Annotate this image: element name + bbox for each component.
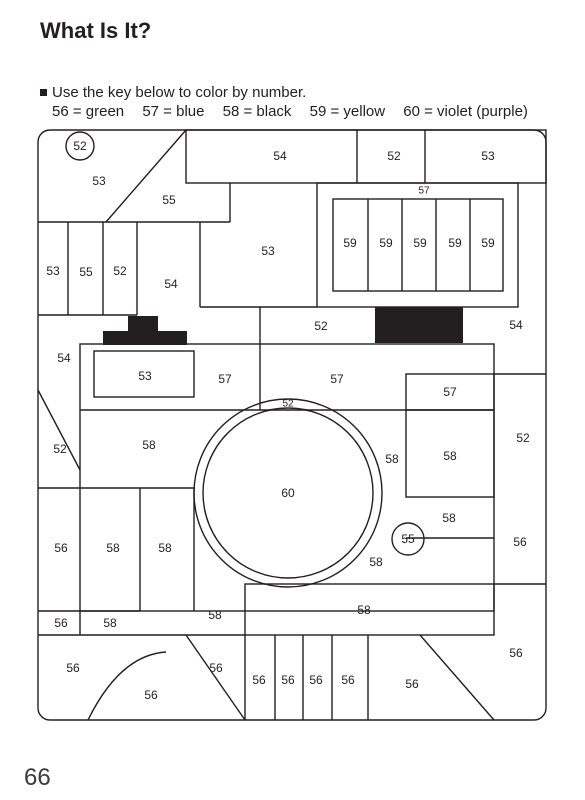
region-number: 52 [113,264,127,278]
region-number: 58 [106,541,120,555]
region-number: 56 [66,661,80,675]
region-number: 58 [442,511,456,525]
region-number: 59 [413,236,427,250]
region-number: 53 [481,149,495,163]
instruction-line: Use the key below to color by number. [40,84,306,101]
region-number: 58 [103,616,117,630]
region-number: 57 [443,385,457,399]
region-number: 58 [158,541,172,555]
black-shape [128,316,158,331]
key-item: 59 = yellow [309,103,386,120]
region-number: 53 [92,174,106,188]
region-number: 56 [144,688,158,702]
key-item: 60 = violet (purple) [403,103,528,120]
region-number: 52 [282,399,294,410]
region-number: 52 [53,442,67,456]
region-number: 58 [385,452,399,466]
region-number: 52 [516,431,530,445]
region-number: 53 [261,244,275,258]
region-number: 56 [513,535,527,549]
region-number: 58 [443,449,457,463]
region-number: 54 [509,318,523,332]
region-number: 55 [401,532,415,546]
region-number: 55 [162,193,176,207]
region-number: 53 [138,369,152,383]
key-item: 57 = blue [142,103,205,120]
region-number: 55 [79,265,93,279]
region-number: 56 [54,616,68,630]
region-number: 58 [208,608,222,622]
region-number: 56 [509,646,523,660]
page-title: What Is It? [40,18,152,43]
region-number: 52 [73,139,87,153]
page-number: 66 [24,764,51,791]
black-shape [103,331,187,345]
region-number: 59 [379,236,393,250]
region-number: 52 [387,149,401,163]
region-number: 59 [481,236,495,250]
region-outlines [37,129,547,721]
region-number: 58 [142,438,156,452]
region-number: 53 [46,264,60,278]
region-number: 54 [164,277,178,291]
region-number: 57 [218,372,232,386]
region-number: 54 [57,351,71,365]
region-number: 56 [209,661,223,675]
region-number: 57 [418,186,430,197]
region-numbers: 52 53 54 52 53 55 57 53 59 59 59 59 59 5… [46,131,530,702]
region-number: 56 [405,677,419,691]
region-number: 58 [357,603,371,617]
color-key: 56 = green 57 = blue 58 = black 59 = yel… [52,103,542,120]
region-number: 56 [309,673,323,687]
region-number: 54 [273,149,287,163]
bullet-square-icon [40,88,47,96]
black-shape [375,307,463,343]
region-number: 58 [369,555,383,569]
region-number: 56 [281,673,295,687]
region-number: 60 [281,486,295,500]
region-number: 56 [252,673,266,687]
region-number: 59 [448,236,462,250]
region-number: 56 [341,673,355,687]
instruction-text: Use the key below to color by number. [52,84,307,101]
key-item: 58 = black [222,103,292,120]
region-number: 56 [54,541,68,555]
region-number: 52 [314,319,328,333]
key-item: 56 = green [52,103,125,120]
region-number: 59 [343,236,357,250]
region-number: 57 [330,372,344,386]
